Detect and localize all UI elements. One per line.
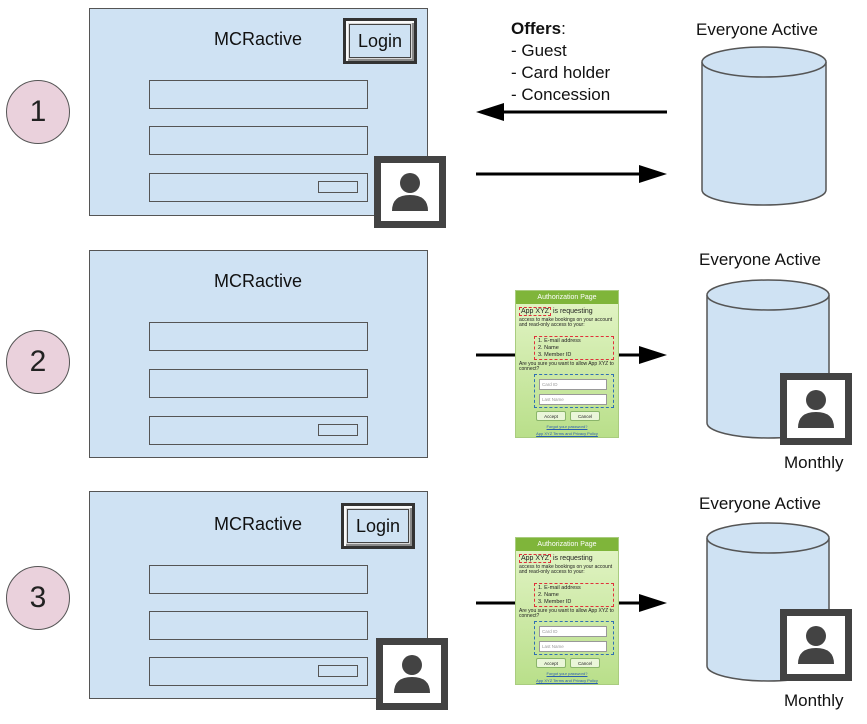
authorization-page-card-2: Authorization Page App XYZ is requesting… bbox=[515, 537, 619, 685]
field-mini-button[interactable] bbox=[318, 181, 358, 193]
last-name-input[interactable]: Last Name bbox=[539, 394, 607, 405]
step-2-circle: 2 bbox=[6, 330, 70, 394]
input-field-3[interactable] bbox=[149, 416, 368, 445]
cancel-button[interactable]: Cancel bbox=[570, 411, 600, 421]
cancel-button[interactable]: Cancel bbox=[570, 658, 600, 668]
step-3-circle: 3 bbox=[6, 566, 70, 630]
app-window-1: MCRactive Login bbox=[89, 8, 428, 216]
login-button[interactable]: Login bbox=[343, 18, 417, 64]
user-avatar-icon bbox=[374, 156, 446, 228]
field-mini-button[interactable] bbox=[318, 424, 358, 436]
person-icon bbox=[392, 173, 428, 211]
accept-button[interactable]: Accept bbox=[536, 411, 566, 421]
app-title: MCRactive bbox=[214, 514, 303, 534]
auth-question: Are you sure you want to allow App XYZ t… bbox=[519, 361, 614, 372]
user-avatar-icon bbox=[780, 609, 852, 681]
auth-description: access to make bookings on your account … bbox=[519, 564, 613, 575]
auth-credentials: Card ID Last Name bbox=[534, 374, 614, 408]
authorization-page-card-1: Authorization Page App XYZ is requesting… bbox=[515, 290, 619, 438]
auth-permissions: 1. E-mail address 2. Name 3. Member ID bbox=[534, 583, 614, 607]
offer-item: - Concession bbox=[511, 85, 611, 104]
auth-title: Authorization Page bbox=[516, 538, 618, 551]
provider-name-2: Everyone Active bbox=[699, 250, 821, 269]
monthly-label-2: Monthly bbox=[784, 453, 844, 472]
input-field-2[interactable] bbox=[149, 126, 368, 155]
offer-item: - Card holder bbox=[511, 63, 611, 82]
auth-question: Are you sure you want to allow App XYZ t… bbox=[519, 608, 614, 619]
input-field-1[interactable] bbox=[149, 565, 368, 594]
terms-link[interactable]: App XYZ Terms and Privacy Policy bbox=[536, 431, 598, 436]
database-icon-1 bbox=[701, 46, 827, 206]
arrow-right-head bbox=[639, 165, 667, 183]
app-window-3: MCRactive Login bbox=[89, 491, 428, 699]
auth-requesting: App XYZ is requesting bbox=[519, 307, 593, 316]
step-1-circle: 1 bbox=[6, 80, 70, 144]
input-field-2[interactable] bbox=[149, 611, 368, 640]
auth-permissions: 1. E-mail address 2. Name 3. Member ID bbox=[534, 336, 614, 360]
offer-item: - Guest bbox=[511, 41, 567, 60]
auth-requesting: App XYZ is requesting bbox=[519, 554, 593, 563]
auth-title: Authorization Page bbox=[516, 291, 618, 304]
offers-list: Offers: - Guest - Card holder - Concessi… bbox=[511, 19, 611, 104]
login-button[interactable]: Login bbox=[341, 503, 415, 549]
user-avatar-icon bbox=[780, 373, 852, 445]
arrow-right-head bbox=[639, 594, 667, 612]
auth-credentials: Card ID Last Name bbox=[534, 621, 614, 655]
accept-button[interactable]: Accept bbox=[536, 658, 566, 668]
monthly-label-3: Monthly bbox=[784, 691, 844, 710]
input-field-1[interactable] bbox=[149, 80, 368, 109]
forgot-password-link[interactable]: Forgot your password? bbox=[546, 424, 588, 429]
person-icon bbox=[798, 626, 834, 664]
person-icon bbox=[798, 390, 834, 428]
card-id-input[interactable]: Card ID bbox=[539, 626, 607, 637]
arrow-right-head bbox=[639, 346, 667, 364]
terms-link[interactable]: App XYZ Terms and Privacy Policy bbox=[536, 678, 598, 683]
card-id-input[interactable]: Card ID bbox=[539, 379, 607, 390]
input-field-1[interactable] bbox=[149, 322, 368, 351]
app-window-2: MCRactive bbox=[89, 250, 428, 458]
provider-name-1: Everyone Active bbox=[696, 20, 818, 39]
app-title: MCRactive bbox=[214, 29, 303, 49]
input-field-3[interactable] bbox=[149, 173, 368, 202]
offers-heading: Offers bbox=[511, 19, 562, 38]
app-title: MCRactive bbox=[214, 271, 303, 291]
provider-name-3: Everyone Active bbox=[699, 494, 821, 513]
field-mini-button[interactable] bbox=[318, 665, 358, 677]
person-icon bbox=[394, 655, 430, 693]
forgot-password-link[interactable]: Forgot your password? bbox=[546, 671, 588, 676]
input-field-3[interactable] bbox=[149, 657, 368, 686]
last-name-input[interactable]: Last Name bbox=[539, 641, 607, 652]
row-1-arrows bbox=[476, 103, 667, 183]
user-avatar-icon bbox=[376, 638, 448, 710]
arrow-left-head bbox=[476, 103, 504, 121]
auth-description: access to make bookings on your account … bbox=[519, 317, 613, 328]
input-field-2[interactable] bbox=[149, 369, 368, 398]
